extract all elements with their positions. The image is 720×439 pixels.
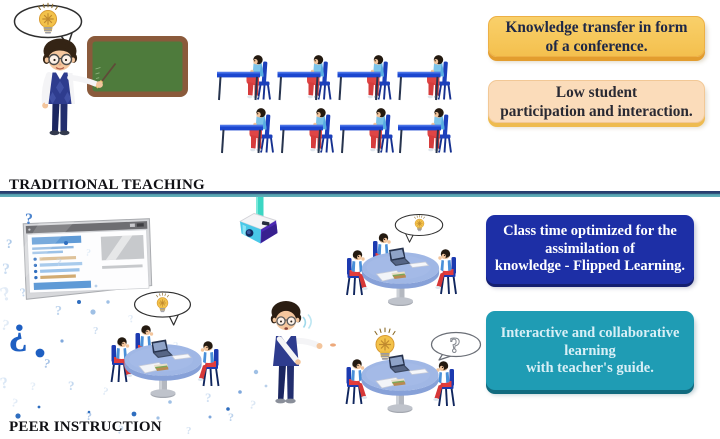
svg-text:?: ?	[68, 378, 75, 393]
svg-text:?: ?	[205, 390, 212, 405]
svg-text:?: ?	[93, 325, 99, 337]
svg-text:?: ?	[228, 410, 234, 424]
svg-text:?: ?	[248, 397, 257, 412]
svg-text:?: ?	[86, 409, 92, 423]
svg-text:?: ?	[0, 317, 11, 334]
svg-text:?: ?	[85, 247, 92, 259]
svg-text:?: ?	[25, 211, 33, 228]
svg-text:?: ?	[116, 422, 125, 437]
svg-text:?: ?	[10, 395, 20, 410]
svg-text:¿: ¿	[8, 307, 28, 352]
svg-text:?: ?	[2, 261, 10, 278]
svg-text:?: ?	[186, 425, 192, 437]
svg-text:?: ?	[0, 374, 10, 392]
svg-text:?: ?	[127, 313, 135, 326]
svg-text:?: ?	[56, 255, 62, 269]
svg-text:?: ?	[42, 355, 51, 371]
svg-text:?: ?	[450, 333, 461, 358]
svg-text:?: ?	[30, 379, 36, 393]
svg-text:?: ?	[6, 236, 13, 251]
svg-text:?: ?	[101, 385, 110, 398]
svg-text:?: ?	[55, 304, 62, 319]
svg-text:?: ?	[18, 285, 27, 300]
